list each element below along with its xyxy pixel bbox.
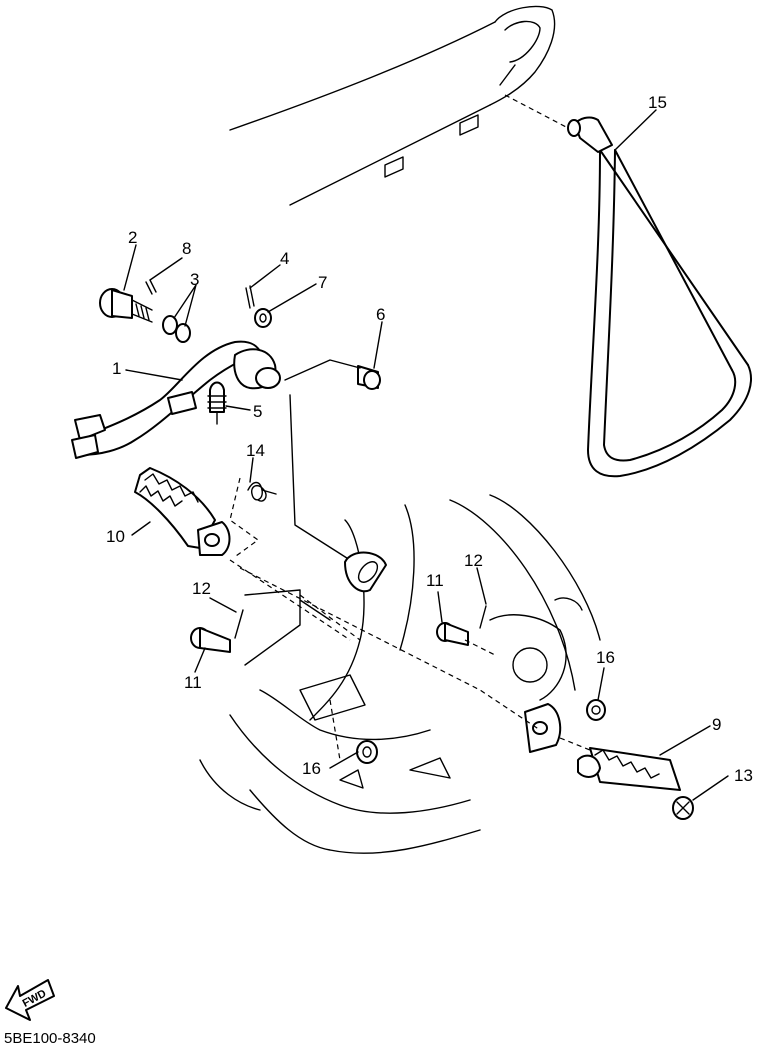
bracket-right: [524, 703, 562, 753]
footrest-spring-14: [247, 481, 277, 502]
callout-1: 1: [112, 359, 121, 378]
pin-12-left: [234, 609, 244, 639]
leader-15-dash: [504, 94, 569, 129]
callout-15: 15: [648, 93, 667, 112]
mount-slot: [357, 561, 379, 583]
callout-5: 5: [253, 402, 262, 421]
footrest-left: [134, 467, 231, 556]
callout-10: 10: [106, 527, 125, 546]
callout-8: 8: [182, 239, 191, 258]
pin-12-right: [479, 605, 487, 629]
callout-7: 7: [318, 273, 327, 292]
callout-16-right: 16: [596, 648, 615, 667]
callout-13: 13: [734, 766, 753, 785]
footrest-right: [577, 747, 681, 791]
o-rings: [162, 315, 191, 343]
callout-3: 3: [190, 270, 199, 289]
cotter-pin-8: [145, 279, 157, 295]
bolt-11-left: [190, 627, 231, 653]
pivot-bolt: [99, 288, 153, 323]
brake-pedal: [71, 340, 281, 459]
leader-14-dash: [229, 477, 260, 557]
frame-outline: [199, 5, 601, 854]
clevis-pin-6: [357, 365, 381, 390]
assembly-dashes-2: [299, 594, 361, 761]
assembly-dashes: [229, 559, 591, 751]
footrest-mount: [344, 551, 387, 593]
callout-11-left: 11: [184, 673, 202, 692]
leader-lines: [123, 109, 729, 801]
callout-12-right: 12: [464, 551, 483, 570]
linkage-lines: [284, 359, 361, 561]
washer-16-right: [586, 699, 606, 721]
fwd-arrow-icon: FWD: [5, 979, 55, 1021]
callout-6: 6: [376, 305, 385, 324]
callout-14: 14: [246, 441, 265, 460]
callout-16-left: 16: [302, 759, 321, 778]
clip-13: [672, 796, 694, 820]
washer-16-left: [356, 740, 378, 764]
callout-4: 4: [280, 249, 289, 268]
washer-7: [254, 308, 272, 328]
bolt-11-right: [436, 622, 469, 646]
part-code: 5BE100-8340: [4, 1030, 96, 1047]
callout-11-right: 11: [426, 571, 444, 590]
callout-2: 2: [128, 228, 137, 247]
cotter-pin-4: [245, 285, 255, 309]
pedal-mount-lines: [244, 589, 331, 666]
side-stand: [567, 116, 752, 478]
return-spring: [207, 381, 227, 425]
callout-9: 9: [712, 715, 721, 734]
callout-12-left: 12: [192, 579, 211, 598]
